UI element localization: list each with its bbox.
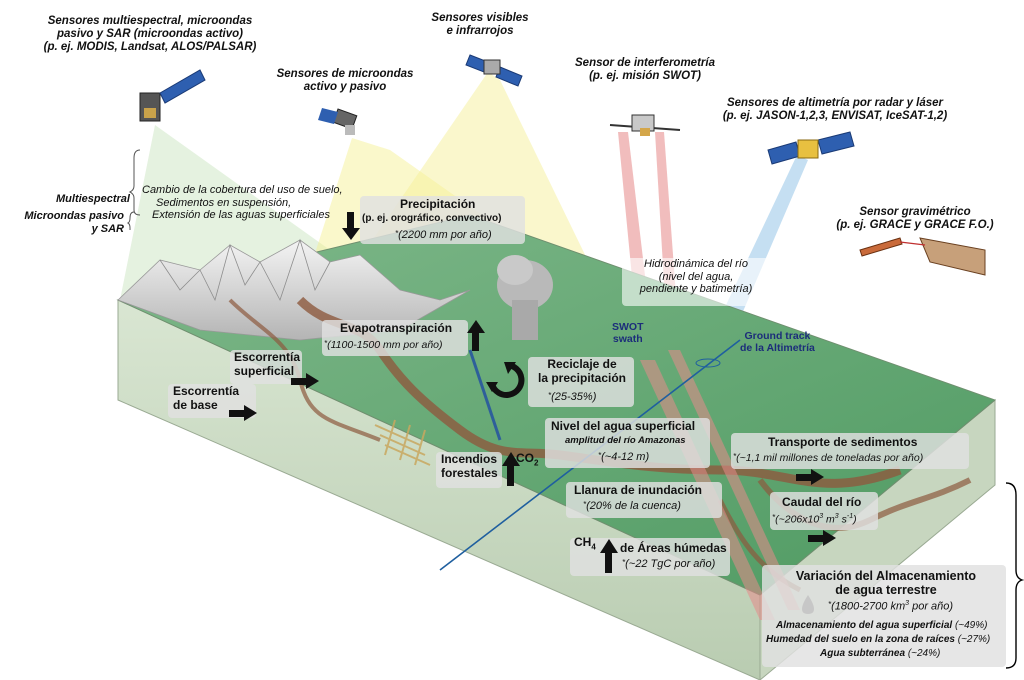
sediment-arrow-icon bbox=[796, 474, 812, 481]
storage-box bbox=[762, 565, 1006, 667]
surface-runoff-arrow-icon bbox=[291, 378, 307, 385]
evapotranspiration-arrow-icon bbox=[472, 333, 479, 351]
fires-box bbox=[436, 452, 502, 488]
floodplain-title: Llanura de inundación bbox=[574, 483, 703, 497]
label-interferometry-sensor: Sensor de interferometría (p. ej. misión… bbox=[575, 57, 715, 83]
base-runoff-arrow-icon bbox=[229, 410, 245, 417]
surface-runoff-label: Escorrentía superficial bbox=[234, 350, 301, 378]
sediment-title: Transporte de sedimentos bbox=[768, 435, 918, 449]
surface-runoff-box bbox=[230, 350, 302, 384]
precipitation-box bbox=[360, 196, 525, 244]
ch4-arrow-icon bbox=[605, 553, 612, 573]
recycle-icon bbox=[486, 361, 525, 398]
co2-label: CO2 bbox=[516, 451, 539, 468]
precipitation-subtitle: (p. ej. orográfico, convectivo) bbox=[362, 213, 502, 224]
hydrodynamics-box bbox=[622, 258, 770, 306]
water-level-title: Nivel del agua superficial bbox=[551, 419, 696, 433]
wetlands-title: de Áreas húmedas bbox=[620, 541, 727, 555]
co2-arrow-icon bbox=[507, 466, 514, 486]
label-gravimetric-sensor: Sensor gravimétrico (p. ej. GRACE y GRAC… bbox=[836, 206, 994, 232]
water-level-box bbox=[545, 418, 710, 468]
label-altimetry-sensors: Sensores de altimetría por radar y láser… bbox=[722, 97, 948, 123]
label-multiespectral: Multiespectral bbox=[56, 193, 130, 205]
water-level-value: *(~4-12 m) bbox=[598, 451, 650, 463]
storage-item-soil: Humedad del suelo en la zona de raíces (… bbox=[766, 634, 991, 645]
satellite-multispectral-icon bbox=[139, 69, 206, 122]
recycling-value: *(25-35%) bbox=[548, 391, 597, 403]
right-bracket bbox=[1005, 482, 1024, 669]
deforested-area bbox=[374, 419, 431, 466]
base-runoff-label: Escorrentía de base bbox=[173, 384, 240, 412]
satellite-microwave-icon bbox=[318, 108, 358, 135]
satellite-altimetry-icon bbox=[767, 131, 855, 165]
recycling-label: Reciclaje de la precipitación bbox=[537, 357, 627, 385]
label-multispectral-sensors: Sensores multiespectral, microondas pasi… bbox=[43, 15, 257, 54]
label-land-observations: Cambio de la cobertura del uso de suelo,… bbox=[142, 184, 343, 222]
water-level-subtitle: amplitud del río Amazonas bbox=[565, 435, 686, 446]
evapotranspiration-value: *(1100-1500 mm por año) bbox=[324, 339, 443, 351]
wetlands-value: *(~22 TgC por año) bbox=[622, 558, 716, 570]
discharge-value: *(~206x103 m3 s-1) bbox=[772, 513, 857, 526]
storage-title: Variación del Almacenamiento de agua ter… bbox=[795, 569, 977, 598]
sediment-box bbox=[731, 433, 969, 469]
precipitation-value: *(2200 mm por año) bbox=[395, 229, 492, 241]
ground-track-label: Ground track de la Altimetría bbox=[740, 330, 815, 355]
ch4-label: CH4 bbox=[574, 535, 596, 552]
floodplain-value: *(20% de la cuenca) bbox=[583, 500, 681, 512]
swot-swath-label: SWOT swath bbox=[612, 321, 644, 346]
label-microondas: Microondas pasivo y SAR bbox=[24, 210, 124, 235]
discharge-arrow-icon bbox=[808, 535, 824, 542]
satellite-visible-icon bbox=[465, 54, 523, 87]
storage-item-surface: Almacenamiento del agua superficial (~49… bbox=[776, 620, 988, 631]
discharge-box bbox=[770, 492, 878, 530]
storage-value: *(1800-2700 km3 por año) bbox=[828, 600, 954, 613]
precipitation-title: Precipitación bbox=[400, 197, 476, 211]
evapotranspiration-title: Evapotranspiración bbox=[340, 321, 453, 335]
wetlands-box bbox=[570, 538, 730, 576]
hydrodynamics-label: Hidrodinámica del río (nivel del agua, p… bbox=[639, 258, 753, 296]
storage-item-ground: Agua subterránea (~24%) bbox=[820, 648, 941, 659]
floodplain-box bbox=[566, 482, 722, 518]
evapotranspiration-box bbox=[322, 320, 468, 356]
satellite-swot-icon bbox=[609, 114, 681, 136]
label-microwave-sensors: Sensores de microondas activo y pasivo bbox=[276, 68, 414, 94]
sediment-value: *(~1,1 mil millones de toneladas por año… bbox=[733, 452, 924, 464]
precipitation-arrow-icon bbox=[347, 212, 354, 230]
satellite-grace-icon bbox=[859, 237, 986, 276]
recycling-box bbox=[528, 357, 634, 407]
fires-label: Incendios forestales bbox=[441, 452, 498, 480]
discharge-title: Caudal del río bbox=[782, 495, 862, 509]
label-visible-sensors: Sensores visibles e infrarrojos bbox=[431, 12, 529, 38]
